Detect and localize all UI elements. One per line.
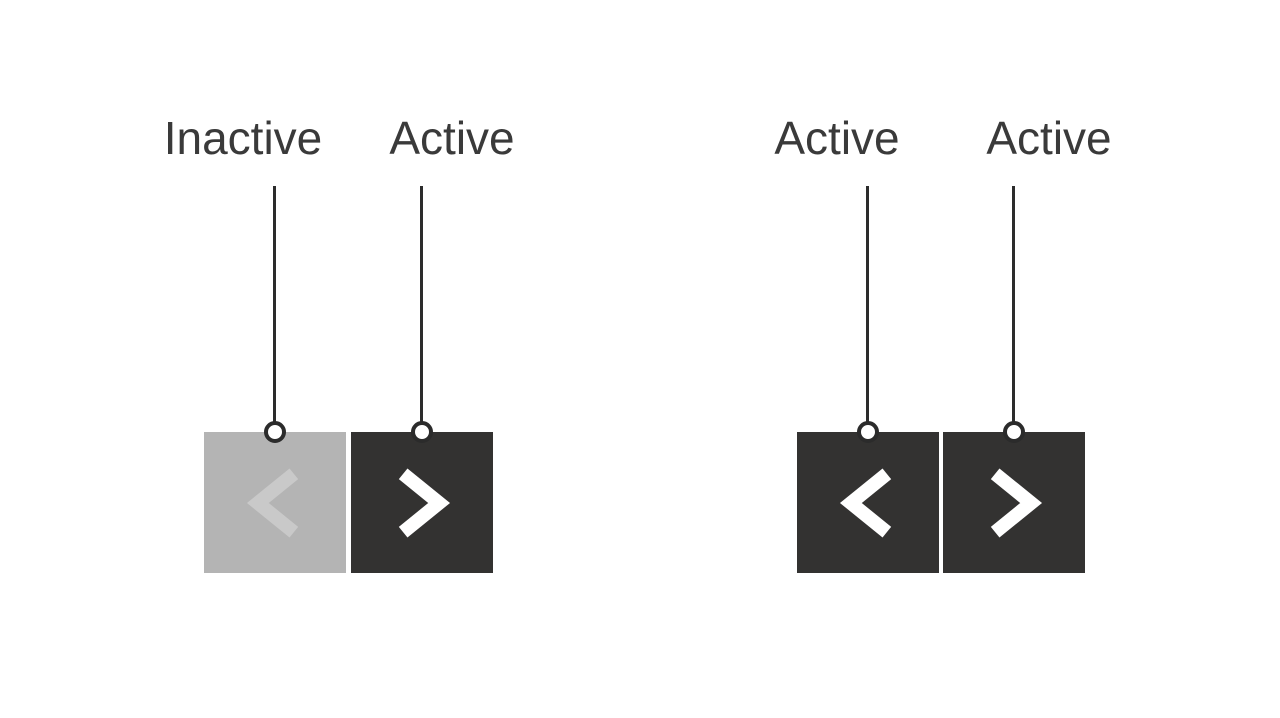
- carousel-next-button-active[interactable]: [351, 432, 493, 573]
- callout-line: [1012, 186, 1015, 424]
- carousel-prev-button-active[interactable]: [797, 432, 939, 573]
- callout-line: [273, 186, 276, 424]
- callout-dot: [857, 421, 879, 443]
- chevron-left-icon: [839, 468, 892, 537]
- chevron-left-icon: [246, 468, 299, 537]
- callout-line: [420, 186, 423, 424]
- chevron-right-icon: [398, 468, 451, 537]
- chevron-right-icon: [990, 468, 1043, 537]
- callout-label-active-next: Active: [389, 112, 515, 164]
- callout-dot: [1003, 421, 1025, 443]
- carousel-prev-button-inactive[interactable]: [204, 432, 346, 573]
- callout-line: [866, 186, 869, 424]
- callout-label-inactive-prev: Inactive: [163, 112, 323, 164]
- callout-label-active-next-2: Active: [986, 112, 1112, 164]
- callout-dot: [411, 421, 433, 443]
- carousel-next-button-active-2[interactable]: [943, 432, 1085, 573]
- callout-dot: [264, 421, 286, 443]
- callout-label-active-prev: Active: [774, 112, 900, 164]
